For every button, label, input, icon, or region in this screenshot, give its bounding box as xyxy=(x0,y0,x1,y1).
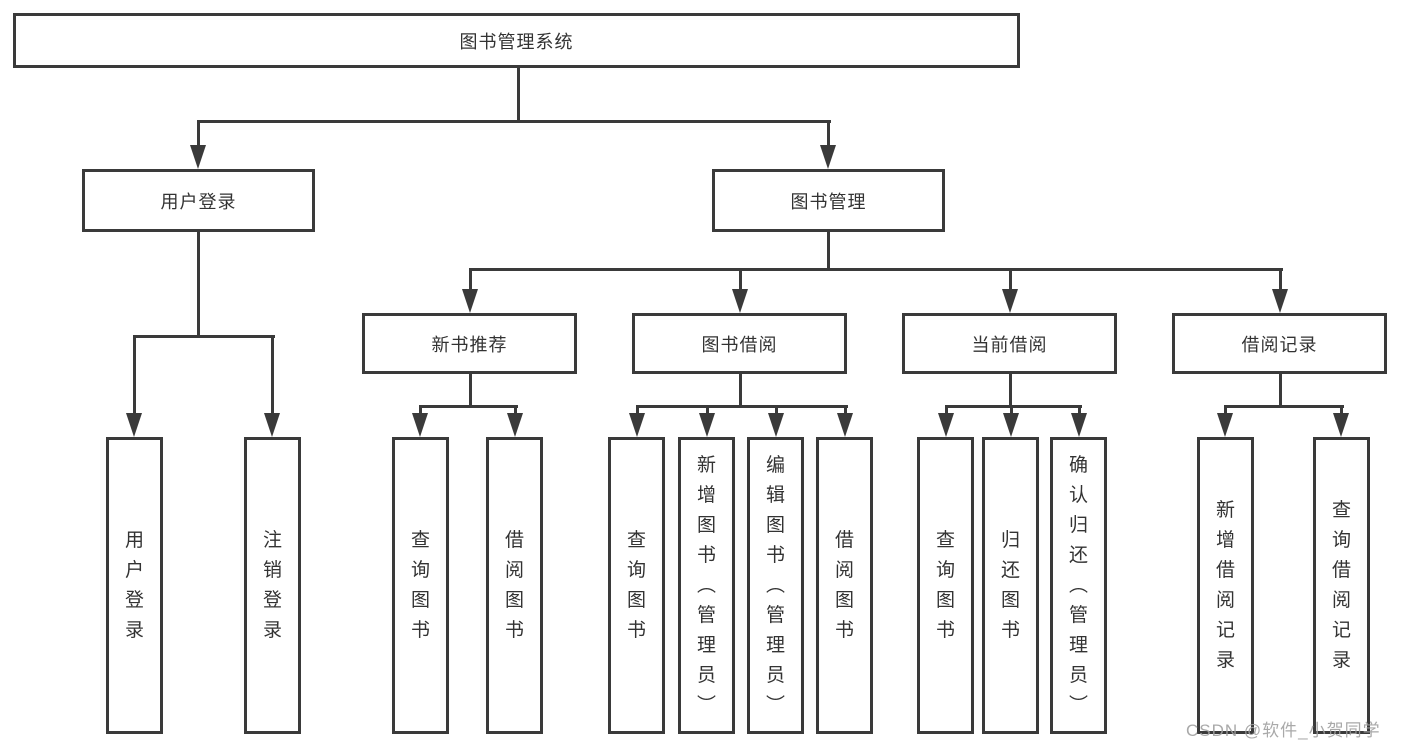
node-label: 新书推荐 xyxy=(431,334,508,355)
connector-line xyxy=(1009,268,1012,292)
node-label: 注销登录 xyxy=(262,529,282,641)
connector-line xyxy=(1078,405,1081,416)
arrow-down-icon xyxy=(126,413,142,437)
connector-line xyxy=(636,405,639,416)
connector-line xyxy=(739,268,742,292)
node-label: 编辑图书︵管理员︶ xyxy=(765,454,785,716)
connector-line xyxy=(133,335,136,415)
connector-line xyxy=(514,405,517,416)
connector-line xyxy=(636,405,848,408)
node-label: 借阅记录 xyxy=(1241,334,1318,355)
connector-line xyxy=(469,268,472,292)
arrow-down-icon xyxy=(699,413,715,437)
connector-line xyxy=(1009,374,1012,408)
node-label: 图书借阅 xyxy=(701,334,778,355)
connector-line xyxy=(1224,405,1344,408)
node-bb-borrow-books: 借阅图书 xyxy=(816,437,873,734)
arrow-down-icon xyxy=(768,413,784,437)
node-nbr-borrow-books: 借阅图书 xyxy=(486,437,543,734)
connector-line xyxy=(469,374,472,408)
node-label: 确认归还︵管理员︶ xyxy=(1068,454,1088,716)
node-cb-return-books: 归还图书 xyxy=(982,437,1039,734)
node-label: 新增借阅记录 xyxy=(1215,499,1235,671)
node-label: 图书管理 xyxy=(790,191,867,212)
node-label: 查询借阅记录 xyxy=(1331,499,1351,671)
node-label: 查询图书 xyxy=(935,529,955,641)
node-bb-add-books-admin: 新增图书︵管理员︶ xyxy=(678,437,735,734)
connector-line xyxy=(775,405,778,416)
arrow-down-icon xyxy=(837,413,853,437)
connector-line xyxy=(517,68,520,123)
connector-line xyxy=(945,405,948,416)
connector-line xyxy=(827,232,830,271)
node-cb-query-books: 查询图书 xyxy=(917,437,974,734)
node-bb-edit-books-admin: 编辑图书︵管理员︶ xyxy=(747,437,804,734)
node-user-login-leaf: 用户登录 xyxy=(106,437,163,734)
connector-line xyxy=(1279,268,1282,292)
node-logout-leaf: 注销登录 xyxy=(244,437,301,734)
arrow-down-icon xyxy=(264,413,280,437)
arrow-down-icon xyxy=(1217,413,1233,437)
node-new-book-recommend: 新书推荐 xyxy=(362,313,577,374)
arrow-down-icon xyxy=(1333,413,1349,437)
node-label: 查询图书 xyxy=(626,529,646,641)
node-book-borrowing: 图书借阅 xyxy=(632,313,847,374)
arrow-down-icon xyxy=(1003,413,1019,437)
node-label: 归还图书 xyxy=(1000,529,1020,641)
arrow-down-icon xyxy=(629,413,645,437)
connector-line xyxy=(197,232,200,338)
arrow-down-icon xyxy=(190,145,206,169)
node-nbr-query-books: 查询图书 xyxy=(392,437,449,734)
arrow-down-icon xyxy=(1071,413,1087,437)
connector-line xyxy=(133,335,275,338)
node-cb-confirm-return-admin: 确认归还︵管理员︶ xyxy=(1050,437,1107,734)
connector-line xyxy=(827,120,830,147)
connector-line xyxy=(945,405,1082,408)
node-book-management: 图书管理 xyxy=(712,169,945,232)
node-label: 当前借阅 xyxy=(971,334,1048,355)
watermark: CSDN @软件_小贺同学 xyxy=(1186,721,1381,740)
connector-line xyxy=(1010,405,1013,416)
node-br-add-record: 新增借阅记录 xyxy=(1197,437,1254,734)
node-label: 借阅图书 xyxy=(834,529,854,641)
arrow-down-icon xyxy=(412,413,428,437)
connector-line xyxy=(1340,405,1343,416)
node-label: 用户登录 xyxy=(160,191,237,212)
arrow-down-icon xyxy=(462,289,478,313)
arrow-down-icon xyxy=(1272,289,1288,313)
connector-line xyxy=(844,405,847,416)
node-user-login-branch: 用户登录 xyxy=(82,169,315,232)
node-label: 借阅图书 xyxy=(504,529,524,641)
connector-line xyxy=(469,268,1283,271)
connector-line xyxy=(419,405,518,408)
node-library-system: 图书管理系统 xyxy=(13,13,1020,68)
node-label: 查询图书 xyxy=(410,529,430,641)
connector-line xyxy=(419,405,422,416)
connector-line xyxy=(271,335,274,415)
arrow-down-icon xyxy=(1002,289,1018,313)
arrow-down-icon xyxy=(820,145,836,169)
node-label: 用户登录 xyxy=(124,529,144,641)
node-bb-query-books: 查询图书 xyxy=(608,437,665,734)
connector-line xyxy=(1224,405,1227,416)
connector-line xyxy=(1279,374,1282,408)
node-br-query-record: 查询借阅记录 xyxy=(1313,437,1370,734)
node-current-borrowing: 当前借阅 xyxy=(902,313,1117,374)
connector-line xyxy=(197,120,831,123)
connector-line xyxy=(739,374,742,408)
connector-line xyxy=(197,120,200,147)
arrow-down-icon xyxy=(938,413,954,437)
arrow-down-icon xyxy=(732,289,748,313)
arrow-down-icon xyxy=(507,413,523,437)
node-borrowing-records: 借阅记录 xyxy=(1172,313,1387,374)
node-label: 新增图书︵管理员︶ xyxy=(696,454,716,716)
node-label: 图书管理系统 xyxy=(459,31,574,52)
connector-line xyxy=(706,405,709,416)
